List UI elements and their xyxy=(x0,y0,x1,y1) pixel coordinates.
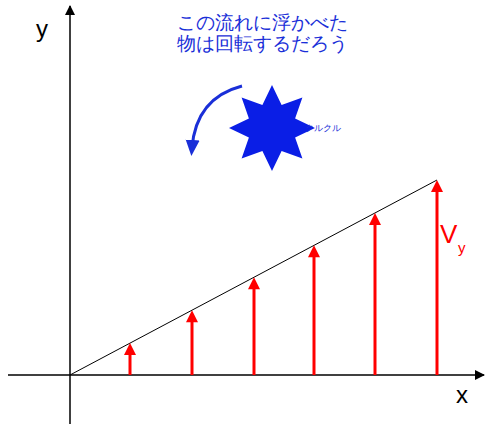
velocity-arrow-shaft xyxy=(374,223,377,375)
y-axis xyxy=(69,6,71,424)
velocity-arrow-head xyxy=(369,213,381,225)
velocity-arrow-head xyxy=(431,180,443,192)
velocity-profile-line xyxy=(70,180,437,375)
rotation-arrow xyxy=(192,86,242,148)
velocity-arrow-shaft xyxy=(191,320,194,375)
velocity-subscript: y xyxy=(458,240,466,257)
velocity-arrow-head xyxy=(308,245,320,257)
velocity-arrow-head xyxy=(248,277,260,289)
velocity-arrow-shaft xyxy=(253,287,256,375)
sound-effect: クルクル xyxy=(305,124,341,134)
velocity-arrow-shaft xyxy=(129,353,132,375)
axis-label: x xyxy=(456,382,468,408)
velocity-arrow-shaft xyxy=(436,190,439,375)
velocity-arrow-shaft xyxy=(313,255,316,375)
velocity-arrow-head xyxy=(124,343,136,355)
velocity-arrow-head xyxy=(186,310,198,322)
velocity-label: V xyxy=(440,220,457,249)
floating-star xyxy=(229,85,315,171)
velocity-arrows xyxy=(124,180,443,375)
note-text: この流れに浮かべた 物は回転するだろう xyxy=(173,12,352,54)
x-axis xyxy=(8,374,484,376)
axis-label: y xyxy=(36,16,48,42)
